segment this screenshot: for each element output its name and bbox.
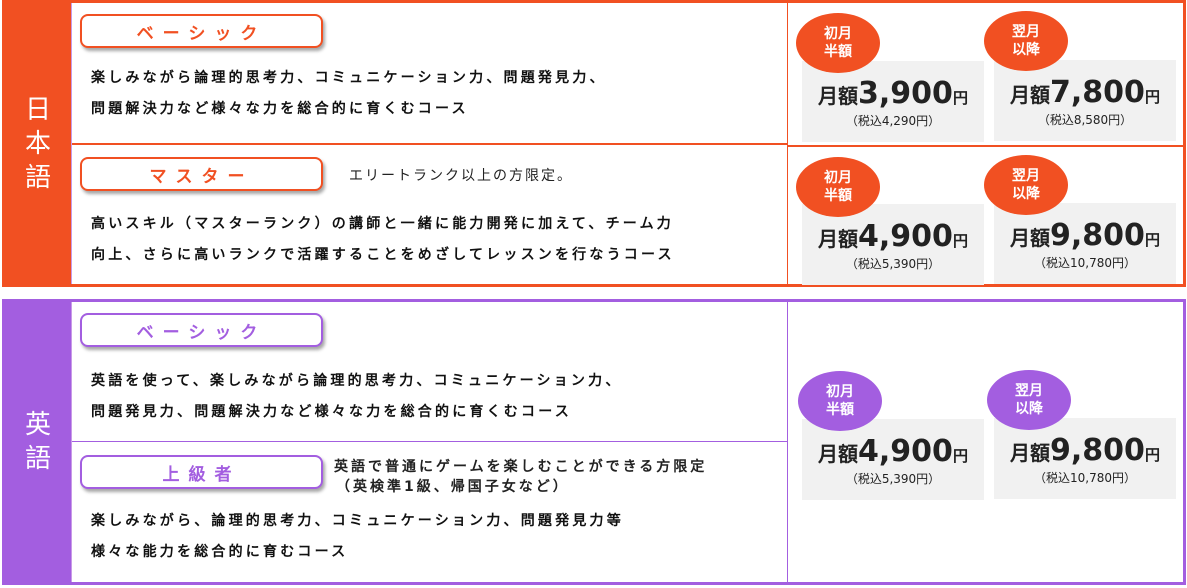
course-japanese-basic: ベーシック 楽しみながら論理的思考力、コミュニケーション力、問題発見力、 問題解… [72, 3, 787, 145]
price-tax-included: （税込10,780円） [1034, 256, 1136, 270]
price-row-basic: 月額3,900円 （税込4,290円） 初月半額 月額7,800円 （税込8,5… [788, 3, 1183, 145]
course-japanese-master: マスター エリートランク以上の方限定。 高いスキル（マスターランク）の講師と一緒… [72, 145, 787, 284]
label-char: 語 [24, 162, 51, 193]
price-row-master: 月額4,900円 （税込5,390円） 初月半額 月額9,800円 （税込10,… [788, 147, 1183, 289]
course-name-tag: ベーシック [80, 14, 323, 48]
price-amount: 4,900 [858, 219, 953, 254]
price-amount: 9,800 [1050, 218, 1145, 253]
price-box-following-months: 月額9,800円 （税込10,780円） [994, 203, 1176, 284]
price-tax-included: （税込5,390円） [845, 472, 941, 486]
price-box-first-month: 月額4,900円 （税込5,390円） [802, 204, 984, 285]
description-line: 楽しみながら、論理的思考力、コミュニケーション力、問題発見力等 [91, 513, 624, 529]
description-line: 問題解決力など様々な力を総合的に育くむコース [91, 101, 469, 117]
price-unit: 円 [1144, 88, 1160, 106]
price-unit: 円 [952, 232, 968, 250]
course-description: 高いスキル（マスターランク）の講師と一緒に能力開発に加えて、チーム力 向上、さら… [91, 209, 675, 271]
label-char: 英 [24, 410, 51, 440]
price-tax-included: （税込10,780円） [1034, 471, 1136, 485]
label-char: 本 [24, 128, 51, 159]
language-label-japanese: 日 本 語 [5, 3, 71, 284]
price-prefix: 月額 [818, 227, 859, 251]
course-eligibility-note: 英語で普通にゲームを楽しむことができる方限定 （英検準1級、帰国子女など） [334, 457, 707, 497]
description-line: 英語を使って、楽しみながら論理的思考力、コミュニケーション力、 [91, 373, 623, 389]
price-box-following-months: 月額7,800円 （税込8,580円） [994, 60, 1176, 141]
price-box-first-month: 月額4,900円 （税込5,390円） [802, 419, 984, 500]
price-amount: 4,900 [858, 434, 953, 469]
language-label-english: 英 語 [5, 302, 71, 582]
badge-first-month-half-price: 初月半額 [798, 371, 882, 431]
price-unit: 円 [1144, 446, 1160, 464]
price-amount: 7,800 [1050, 75, 1145, 110]
course-english-advanced: 上級者 英語で普通にゲームを楽しむことができる方限定 （英検準1級、帰国子女など… [72, 442, 787, 582]
badge-following-months: 翌月以降 [984, 11, 1068, 71]
japanese-course-section: 日 本 語 ベーシック 楽しみながら論理的思考力、コミュニケーション力、問題発見… [2, 0, 1186, 287]
description-line: 様々な能力を総合的に育むコース [91, 544, 349, 560]
course-description: 英語を使って、楽しみながら論理的思考力、コミュニケーション力、 問題発見力、問題… [91, 366, 623, 428]
course-name-tag: マスター [80, 157, 323, 191]
badge-first-month-half-price: 初月半額 [796, 157, 880, 217]
course-english-basic: ベーシック 英語を使って、楽しみながら論理的思考力、コミュニケーション力、 問題… [72, 302, 787, 442]
divider [788, 145, 1183, 147]
price-box-first-month: 月額3,900円 （税込4,290円） [802, 61, 984, 142]
price-unit: 円 [952, 447, 968, 465]
price-tax-included: （税込5,390円） [845, 257, 941, 271]
note-line: 英語で普通にゲームを楽しむことができる方限定 [334, 459, 708, 475]
price-prefix: 月額 [1010, 441, 1051, 465]
price-amount: 3,900 [858, 76, 953, 111]
price-amount: 9,800 [1050, 433, 1145, 468]
price-box-following-months: 月額9,800円 （税込10,780円） [994, 418, 1176, 499]
course-description: 楽しみながら論理的思考力、コミュニケーション力、問題発見力、 問題解決力など様々… [91, 63, 607, 125]
label-char: 語 [24, 444, 51, 474]
price-tax-included: （税込8,580円） [1037, 113, 1133, 127]
description-line: 向上、さらに高いランクで活躍することをめざしてレッスンを行なうコース [91, 247, 675, 263]
label-char: 日 [24, 94, 51, 125]
course-description: 楽しみながら、論理的思考力、コミュニケーション力、問題発見力等 様々な能力を総合… [91, 506, 624, 568]
price-prefix: 月額 [1010, 83, 1051, 107]
note-line: （英検準1級、帰国子女など） [336, 479, 570, 495]
price-prefix: 月額 [818, 442, 859, 466]
price-prefix: 月額 [818, 84, 859, 108]
course-eligibility-note: エリートランク以上の方限定。 [349, 168, 573, 184]
description-line: 高いスキル（マスターランク）の講師と一緒に能力開発に加えて、チーム力 [91, 216, 674, 232]
price-unit: 円 [952, 89, 968, 107]
course-name-tag: 上級者 [80, 455, 323, 489]
english-course-section: 英 語 ベーシック 英語を使って、楽しみながら論理的思考力、コミュニケーション力… [2, 299, 1186, 585]
price-prefix: 月額 [1010, 226, 1051, 250]
price-unit: 円 [1144, 231, 1160, 249]
badge-first-month-half-price: 初月半額 [796, 13, 880, 73]
badge-following-months: 翌月以降 [987, 370, 1071, 430]
badge-following-months: 翌月以降 [984, 155, 1068, 215]
english-prices: 月額4,900円 （税込5,390円） 初月半額 月額9,800円 （税込10,… [788, 302, 1183, 582]
course-name-tag: ベーシック [80, 313, 323, 347]
price-tax-included: （税込4,290円） [845, 114, 941, 128]
japanese-prices: 月額3,900円 （税込4,290円） 初月半額 月額7,800円 （税込8,5… [788, 3, 1183, 285]
description-line: 問題発見力、問題解決力など様々な力を総合的に育くむコース [91, 404, 572, 420]
description-line: 楽しみながら論理的思考力、コミュニケーション力、問題発見力、 [91, 70, 607, 86]
